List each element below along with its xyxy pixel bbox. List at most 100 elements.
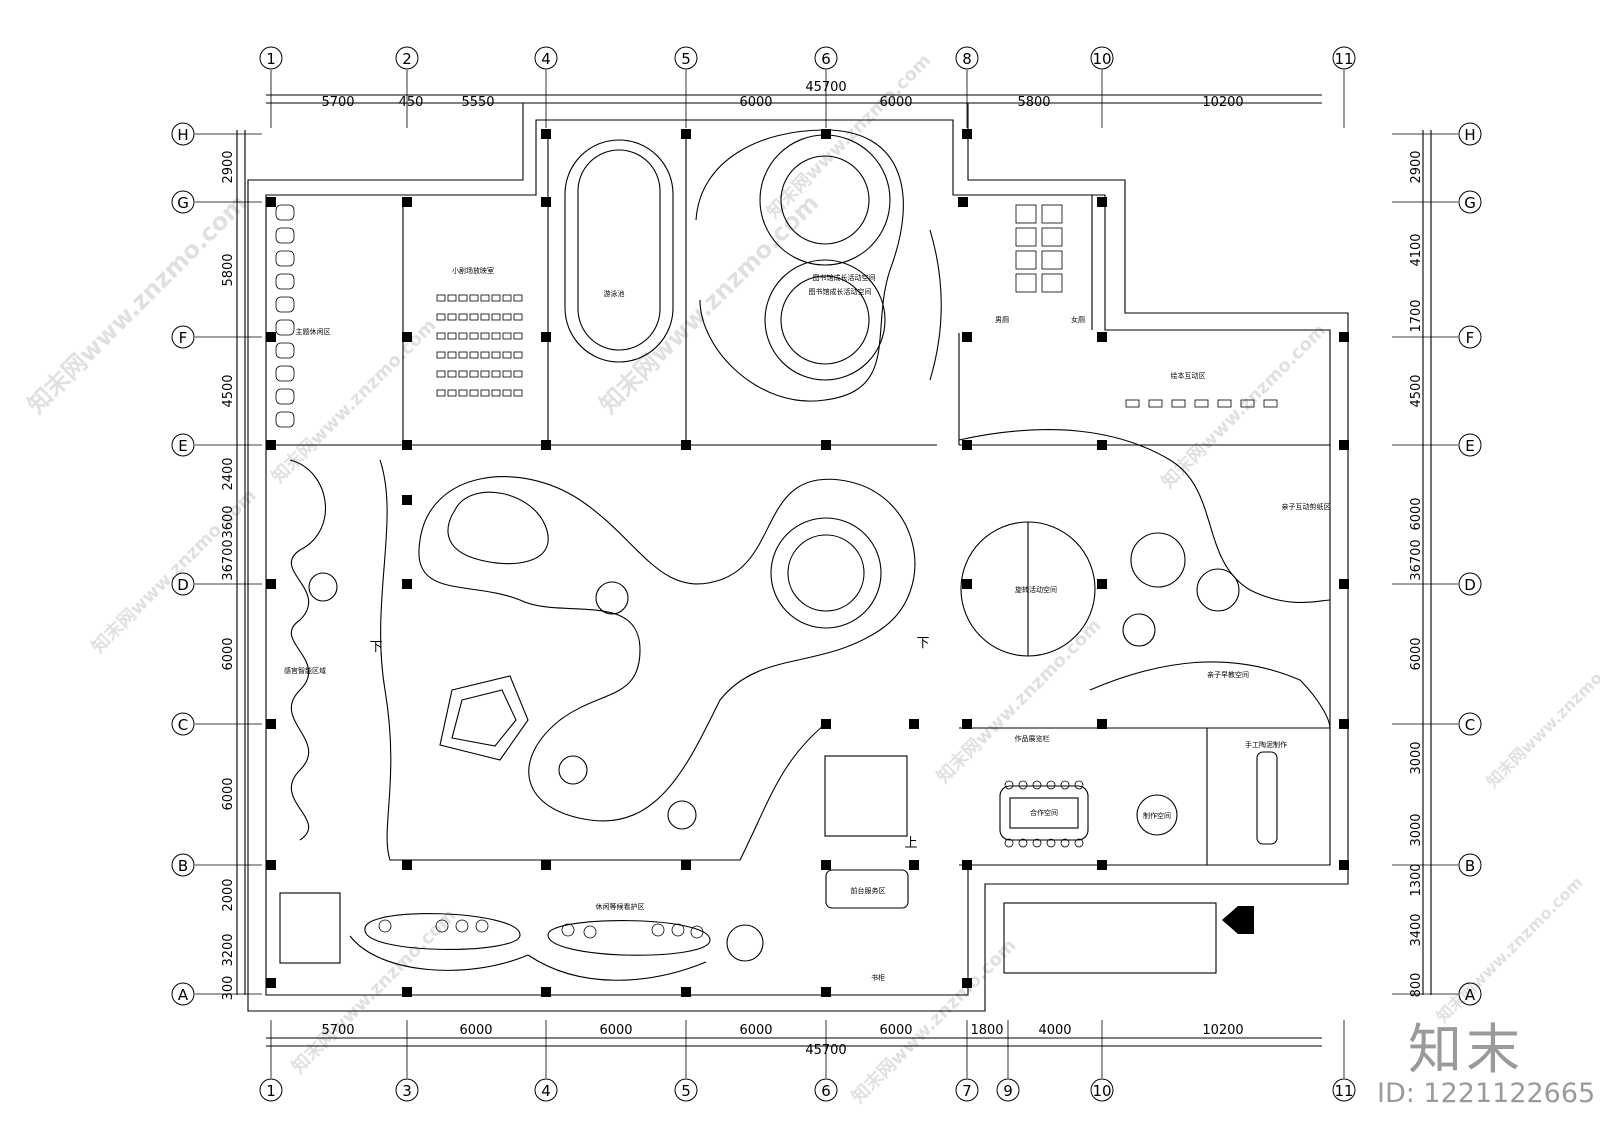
stool	[690, 925, 704, 939]
cinema-seat	[513, 313, 523, 321]
column-pier	[821, 719, 831, 729]
cinema-seat	[458, 294, 468, 302]
rest-seat	[275, 227, 295, 244]
grid-top-4: 6	[821, 50, 831, 68]
dim-bottom-total: 45700	[805, 1043, 846, 1058]
cinema-seat	[480, 332, 490, 340]
column-pier	[1097, 860, 1107, 870]
cinema-seat	[480, 313, 490, 321]
dim-top-seg: 5700	[321, 95, 354, 110]
grid-left-6: B	[178, 857, 188, 875]
column-pier	[681, 987, 691, 997]
dim-top-seg: 5800	[1017, 95, 1050, 110]
column-pier	[962, 579, 972, 589]
rest-seat	[275, 273, 295, 290]
chair	[1046, 780, 1056, 790]
grid-bottom-6: 9	[1003, 1082, 1013, 1100]
room-early-edu: 亲子早教空间	[1207, 670, 1249, 679]
reading-seat	[1240, 399, 1255, 408]
grid-top-0: 1	[266, 50, 276, 68]
dim-bottom-seg: 1800	[970, 1023, 1003, 1038]
dim-top-seg: 10200	[1202, 95, 1243, 110]
toilet-stall	[1015, 227, 1037, 247]
room-waiting: 休闲等候看护区	[596, 902, 645, 911]
grid-bottom-1: 3	[402, 1082, 412, 1100]
grid-bottom-2: 4	[541, 1082, 551, 1100]
cinema-seat	[436, 294, 446, 302]
grid-top-1-circle	[395, 46, 419, 70]
chair	[1032, 838, 1042, 848]
grid-left-1: G	[177, 194, 189, 212]
dim-bottom-seg: 6000	[459, 1023, 492, 1038]
column-pier	[821, 860, 831, 870]
column-pier	[1339, 719, 1349, 729]
dim-right-seg: 6000	[1409, 637, 1424, 670]
room-lockers: 书柜	[871, 973, 885, 982]
column-pier	[958, 197, 968, 207]
column-pier	[541, 860, 551, 870]
dim-top-seg: 5550	[461, 95, 494, 110]
cinema-seat	[491, 294, 501, 302]
dim-right-seg: 1700	[1409, 299, 1424, 332]
grid-right-0: H	[1464, 126, 1475, 144]
room-male-wc: 男厕	[995, 316, 1009, 324]
grid-bottom-8: 11	[1334, 1082, 1353, 1100]
cinema-seat	[458, 332, 468, 340]
column-pier	[266, 860, 276, 870]
stair-down-west: 下	[369, 640, 382, 655]
dim-bottom-seg: 4000	[1038, 1023, 1071, 1038]
dim-left-seg: 3600	[221, 505, 236, 538]
room-rotary: 旋转活动空间	[1015, 585, 1057, 594]
grid-top-3: 5	[681, 50, 691, 68]
cinema-seat	[469, 313, 479, 321]
grid-right-3-circle	[1458, 433, 1482, 457]
reading-seat	[1194, 399, 1209, 408]
room-craft: 手工陶泥制作	[1245, 740, 1287, 749]
cinema-seat	[469, 370, 479, 378]
column-pier	[266, 579, 276, 589]
brand-logo: 知末	[1408, 1018, 1524, 1081]
grid-bottom-0-circle	[259, 1078, 283, 1102]
grid-left-3-circle	[171, 433, 195, 457]
chair	[1060, 780, 1070, 790]
rest-seat	[275, 411, 295, 428]
cinema-seat	[491, 313, 501, 321]
cinema-seat	[458, 351, 468, 359]
grid-left-6-circle	[171, 853, 195, 877]
cinema-seat	[447, 389, 457, 397]
column-pier	[541, 987, 551, 997]
cinema-seat	[502, 351, 512, 359]
cinema-seat	[447, 332, 457, 340]
dim-left-seg: 5800	[221, 253, 236, 286]
toilet-stall	[1015, 250, 1037, 270]
grid-left-5: C	[178, 716, 188, 734]
grid-right-7-circle	[1458, 982, 1482, 1006]
column-pier	[821, 129, 831, 139]
grid-bottom-4-circle	[814, 1078, 838, 1102]
grid-right-7: A	[1465, 986, 1476, 1004]
column-pier	[962, 719, 972, 729]
grid-right-6-circle	[1458, 853, 1482, 877]
cinema-seat	[469, 351, 479, 359]
column-pier	[402, 495, 412, 505]
reading-seat	[1263, 399, 1278, 408]
dim-left-total: 36700	[221, 539, 236, 580]
reading-seat	[1148, 399, 1163, 408]
cinema-seat	[447, 313, 457, 321]
grid-right-5-circle	[1458, 712, 1482, 736]
chair	[1004, 838, 1014, 848]
cinema-seat	[436, 351, 446, 359]
cinema-seat	[480, 370, 490, 378]
chair	[1074, 780, 1084, 790]
column-pier	[541, 440, 551, 450]
column-pier	[909, 860, 919, 870]
grid-right-2: F	[1466, 329, 1475, 347]
brand-id: ID: 1221122665	[1377, 1078, 1596, 1109]
grid-left-2: F	[179, 329, 188, 347]
dim-right-total: 36700	[1409, 539, 1424, 580]
grid-top-2-circle	[534, 46, 558, 70]
column-pier	[266, 978, 276, 988]
cinema-seat	[458, 389, 468, 397]
grid-left-0: H	[177, 126, 188, 144]
